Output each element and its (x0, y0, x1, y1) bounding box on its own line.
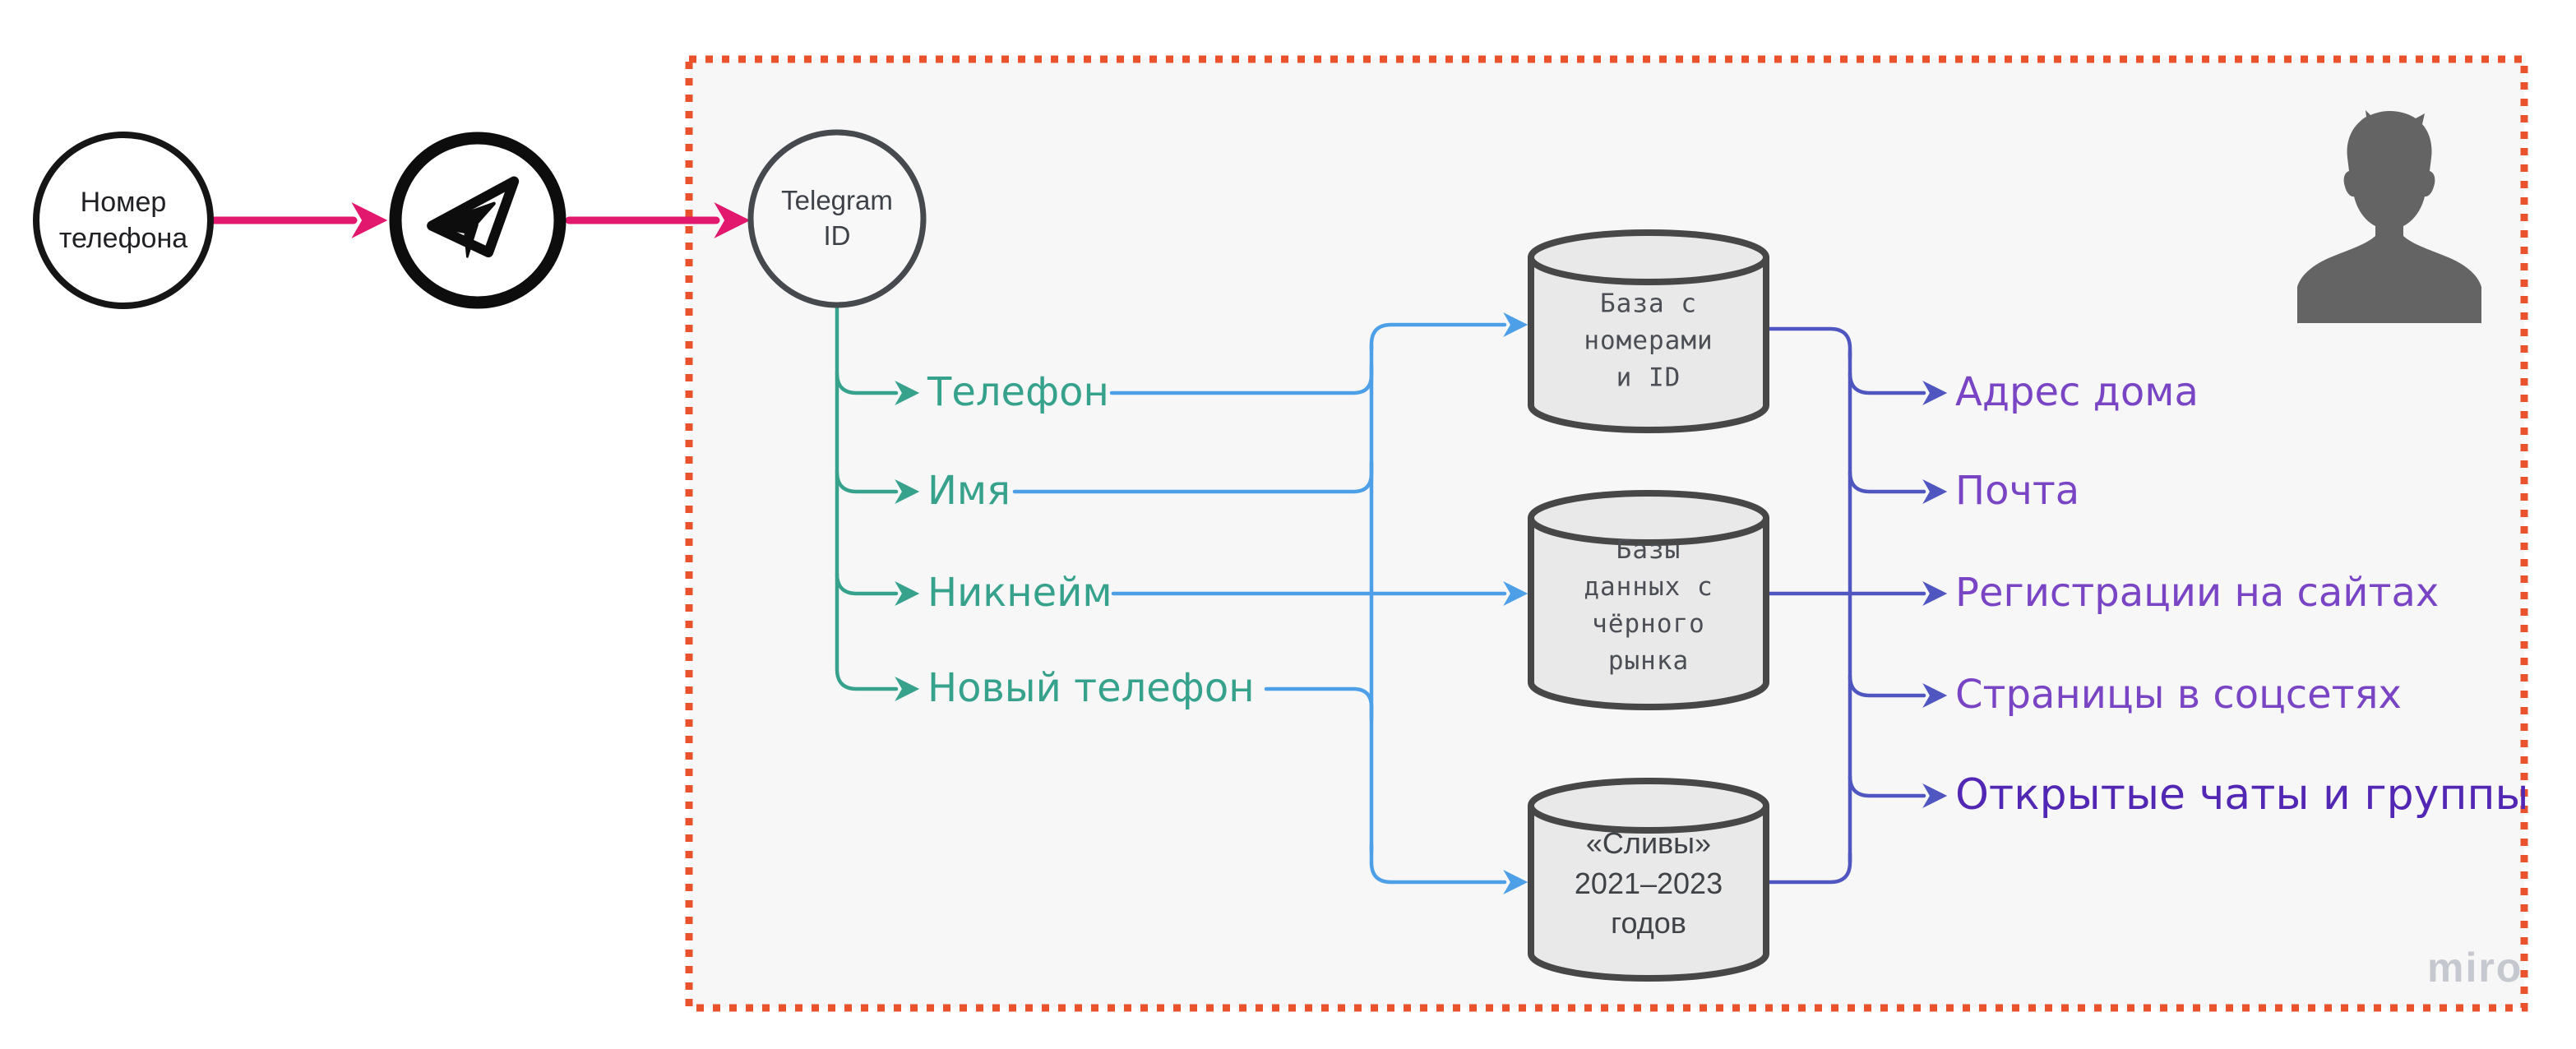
connector-telegramid-to-name[interactable] (835, 469, 920, 504)
result-label-site-registrations[interactable]: Регистрации на сайтах (1955, 569, 2440, 616)
attribute-label-name[interactable]: Имя (927, 467, 1011, 514)
connector-new-phone-to-trunk[interactable] (1264, 686, 1374, 722)
connector-telegramid-to-new-phone[interactable] (835, 304, 920, 701)
connector-telegramid-to-nickname[interactable] (835, 571, 920, 606)
database-black-market-cylinder[interactable] (1528, 490, 1769, 710)
miro-watermark: miro (2427, 945, 2523, 991)
person-silhouette-icon[interactable] (2297, 110, 2481, 323)
phone-number-node[interactable] (33, 132, 214, 309)
attribute-label-new-phone[interactable]: Новый телефон (927, 664, 1255, 711)
connector-trunk-to-email[interactable] (1848, 469, 1948, 504)
connector-trunk-to-db3[interactable] (1369, 843, 1528, 894)
connector-telegramid-to-phone[interactable] (835, 371, 920, 405)
result-label-social-pages[interactable]: Страницы в соцсетях (1955, 671, 2402, 718)
telegram-node[interactable] (389, 132, 567, 309)
telegram-id-node[interactable] (747, 129, 927, 308)
database-leaks-cylinder[interactable] (1528, 778, 1769, 982)
database-label-black-market[interactable]: Базы данных с чёрного рынка (1584, 535, 1713, 676)
result-label-open-chats[interactable]: Открытые чаты и группы (1955, 769, 2529, 820)
database-label-leaks[interactable]: «Сливы» 2021–2023 годов (1574, 826, 1723, 940)
telegram-id-label[interactable]: Telegram ID (781, 185, 893, 251)
database-label-numbers-ids[interactable]: База с номерами и ID (1584, 289, 1713, 393)
database-cylinders (1528, 229, 1769, 982)
database-numbers-ids-cylinder[interactable] (1528, 229, 1769, 433)
connector-name-to-trunk[interactable] (1012, 460, 1374, 494)
result-label-home-address[interactable]: Адрес дома (1955, 368, 2199, 415)
teal-attribute-tree (835, 304, 920, 701)
connector-trunk-to-social-pages[interactable] (1848, 673, 1948, 708)
blue-database-tree (1012, 312, 1528, 894)
result-label-email[interactable]: Почта (1955, 467, 2080, 514)
connector-db3-to-trunk[interactable] (1764, 851, 1852, 885)
connector-phone-to-trunk[interactable] (1109, 363, 1374, 395)
connector-trunk-to-db1[interactable] (1369, 312, 1528, 352)
connector-trunk-to-home-address[interactable] (1848, 371, 1948, 405)
attribute-label-phone[interactable]: Телефон (927, 368, 1109, 415)
telegram-plane-icon (427, 176, 520, 258)
attribute-label-nickname[interactable]: Никнейм (927, 569, 1112, 616)
connector-trunk-to-open-chats[interactable] (1848, 774, 1948, 808)
connector-db1-to-trunk[interactable] (1764, 326, 1852, 360)
phone-number-label[interactable]: Номер телефона (58, 186, 188, 254)
indigo-result-tree (1764, 326, 1948, 885)
